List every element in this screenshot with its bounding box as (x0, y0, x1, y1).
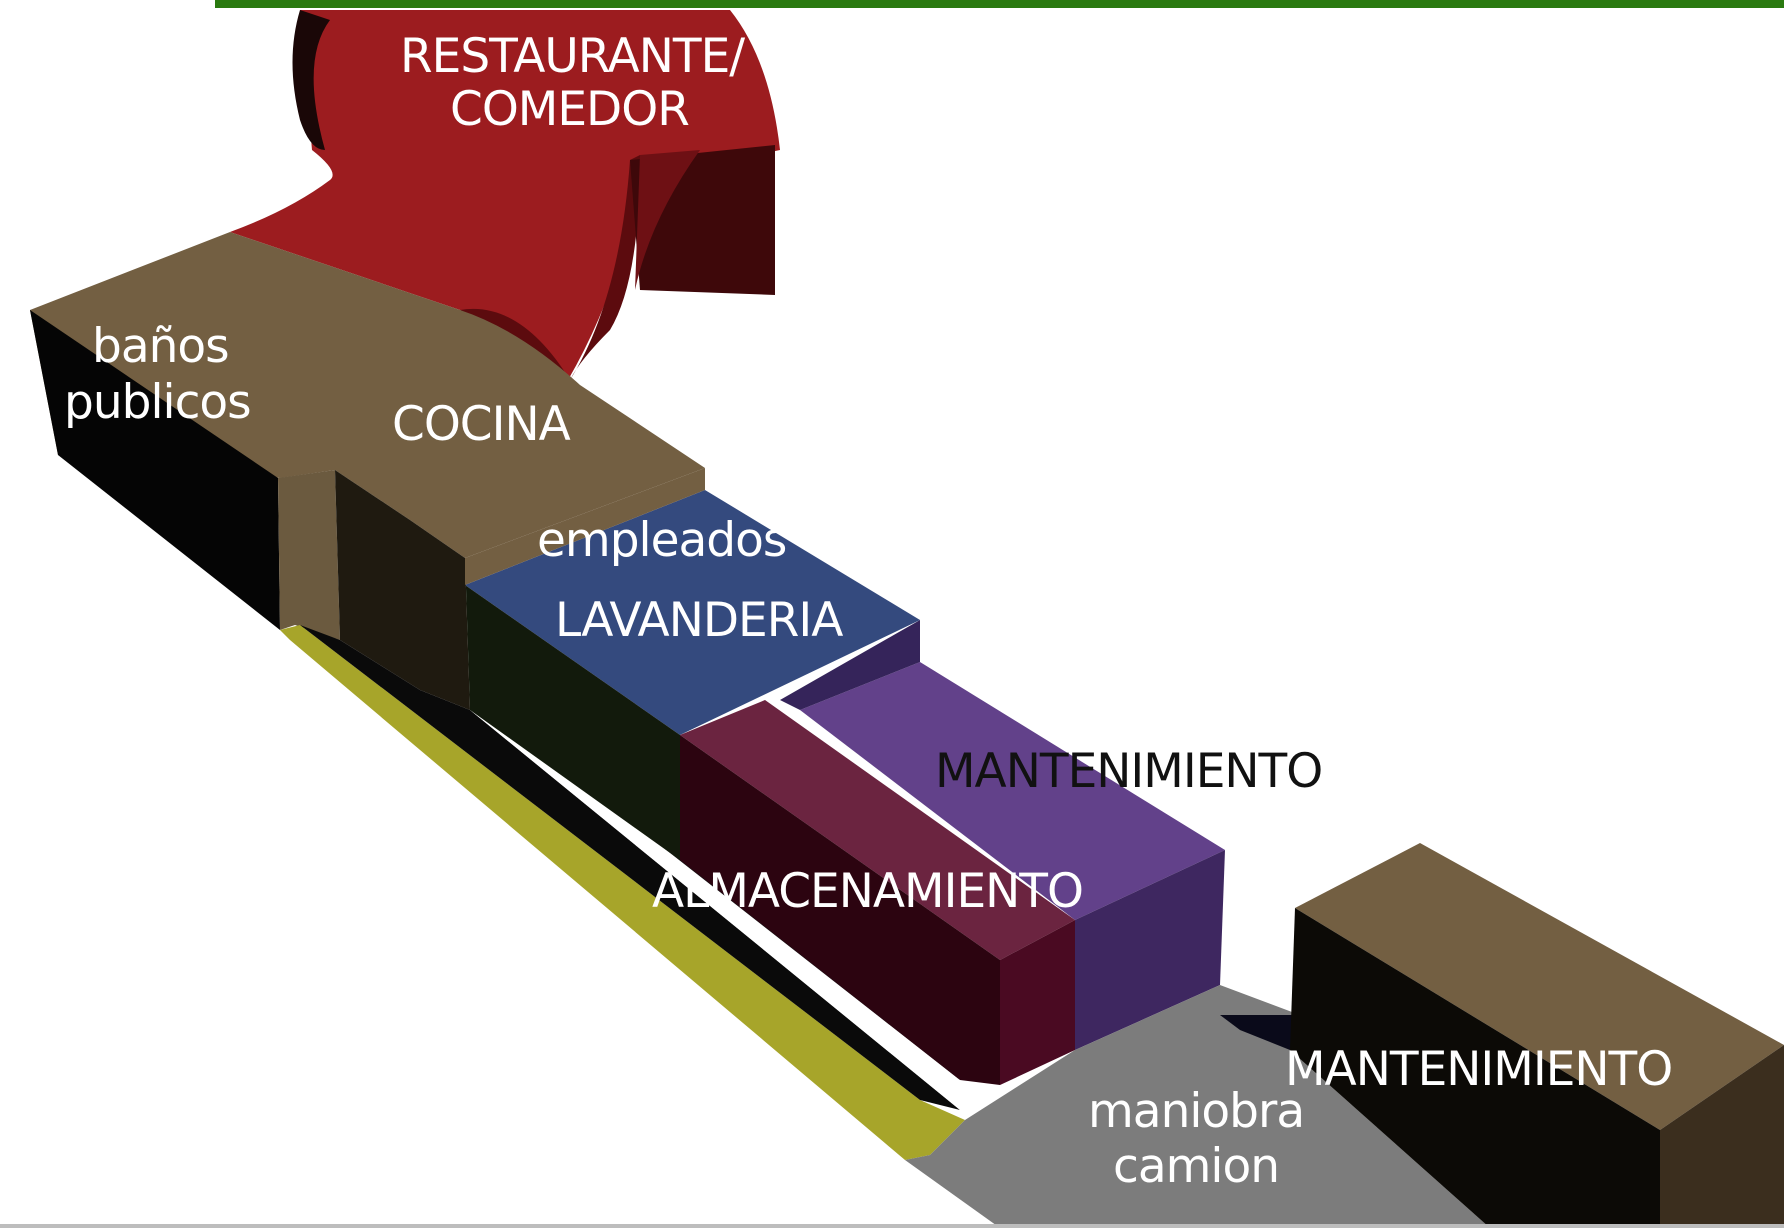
block-mantenimiento-violeta (780, 620, 1225, 1050)
label-empleados: empleados (537, 513, 786, 568)
label-maniobra-line1: maniobra (1088, 1084, 1304, 1139)
block-lavanderia (465, 468, 920, 860)
label-maniobra-line2: camion (1113, 1139, 1279, 1194)
ground-line (0, 1224, 1784, 1228)
block-almacenamiento (680, 700, 1075, 1085)
block-restaurante (230, 10, 780, 380)
block-cocina-banos (30, 232, 705, 710)
block-maniobra-camion (905, 985, 1490, 1228)
label-banos-line2: publicos (64, 375, 251, 430)
label-almacenamiento: ALMACENAMIENTO (652, 864, 1083, 919)
label-lavanderia: LAVANDERIA (555, 593, 843, 648)
label-restaurante-line1: RESTAURANTE/ (400, 29, 745, 84)
label-banos-line1: baños (92, 319, 229, 374)
label-restaurante-line2: COMEDOR (450, 82, 689, 137)
label-mantenimiento-2: MANTENIMIENTO (1285, 1042, 1672, 1097)
label-mantenimiento-1: MANTENIMIENTO (935, 744, 1322, 799)
label-cocina: COCINA (392, 397, 571, 452)
top-bar (215, 0, 1784, 8)
block-mantenimiento-cafe (1290, 843, 1784, 1228)
